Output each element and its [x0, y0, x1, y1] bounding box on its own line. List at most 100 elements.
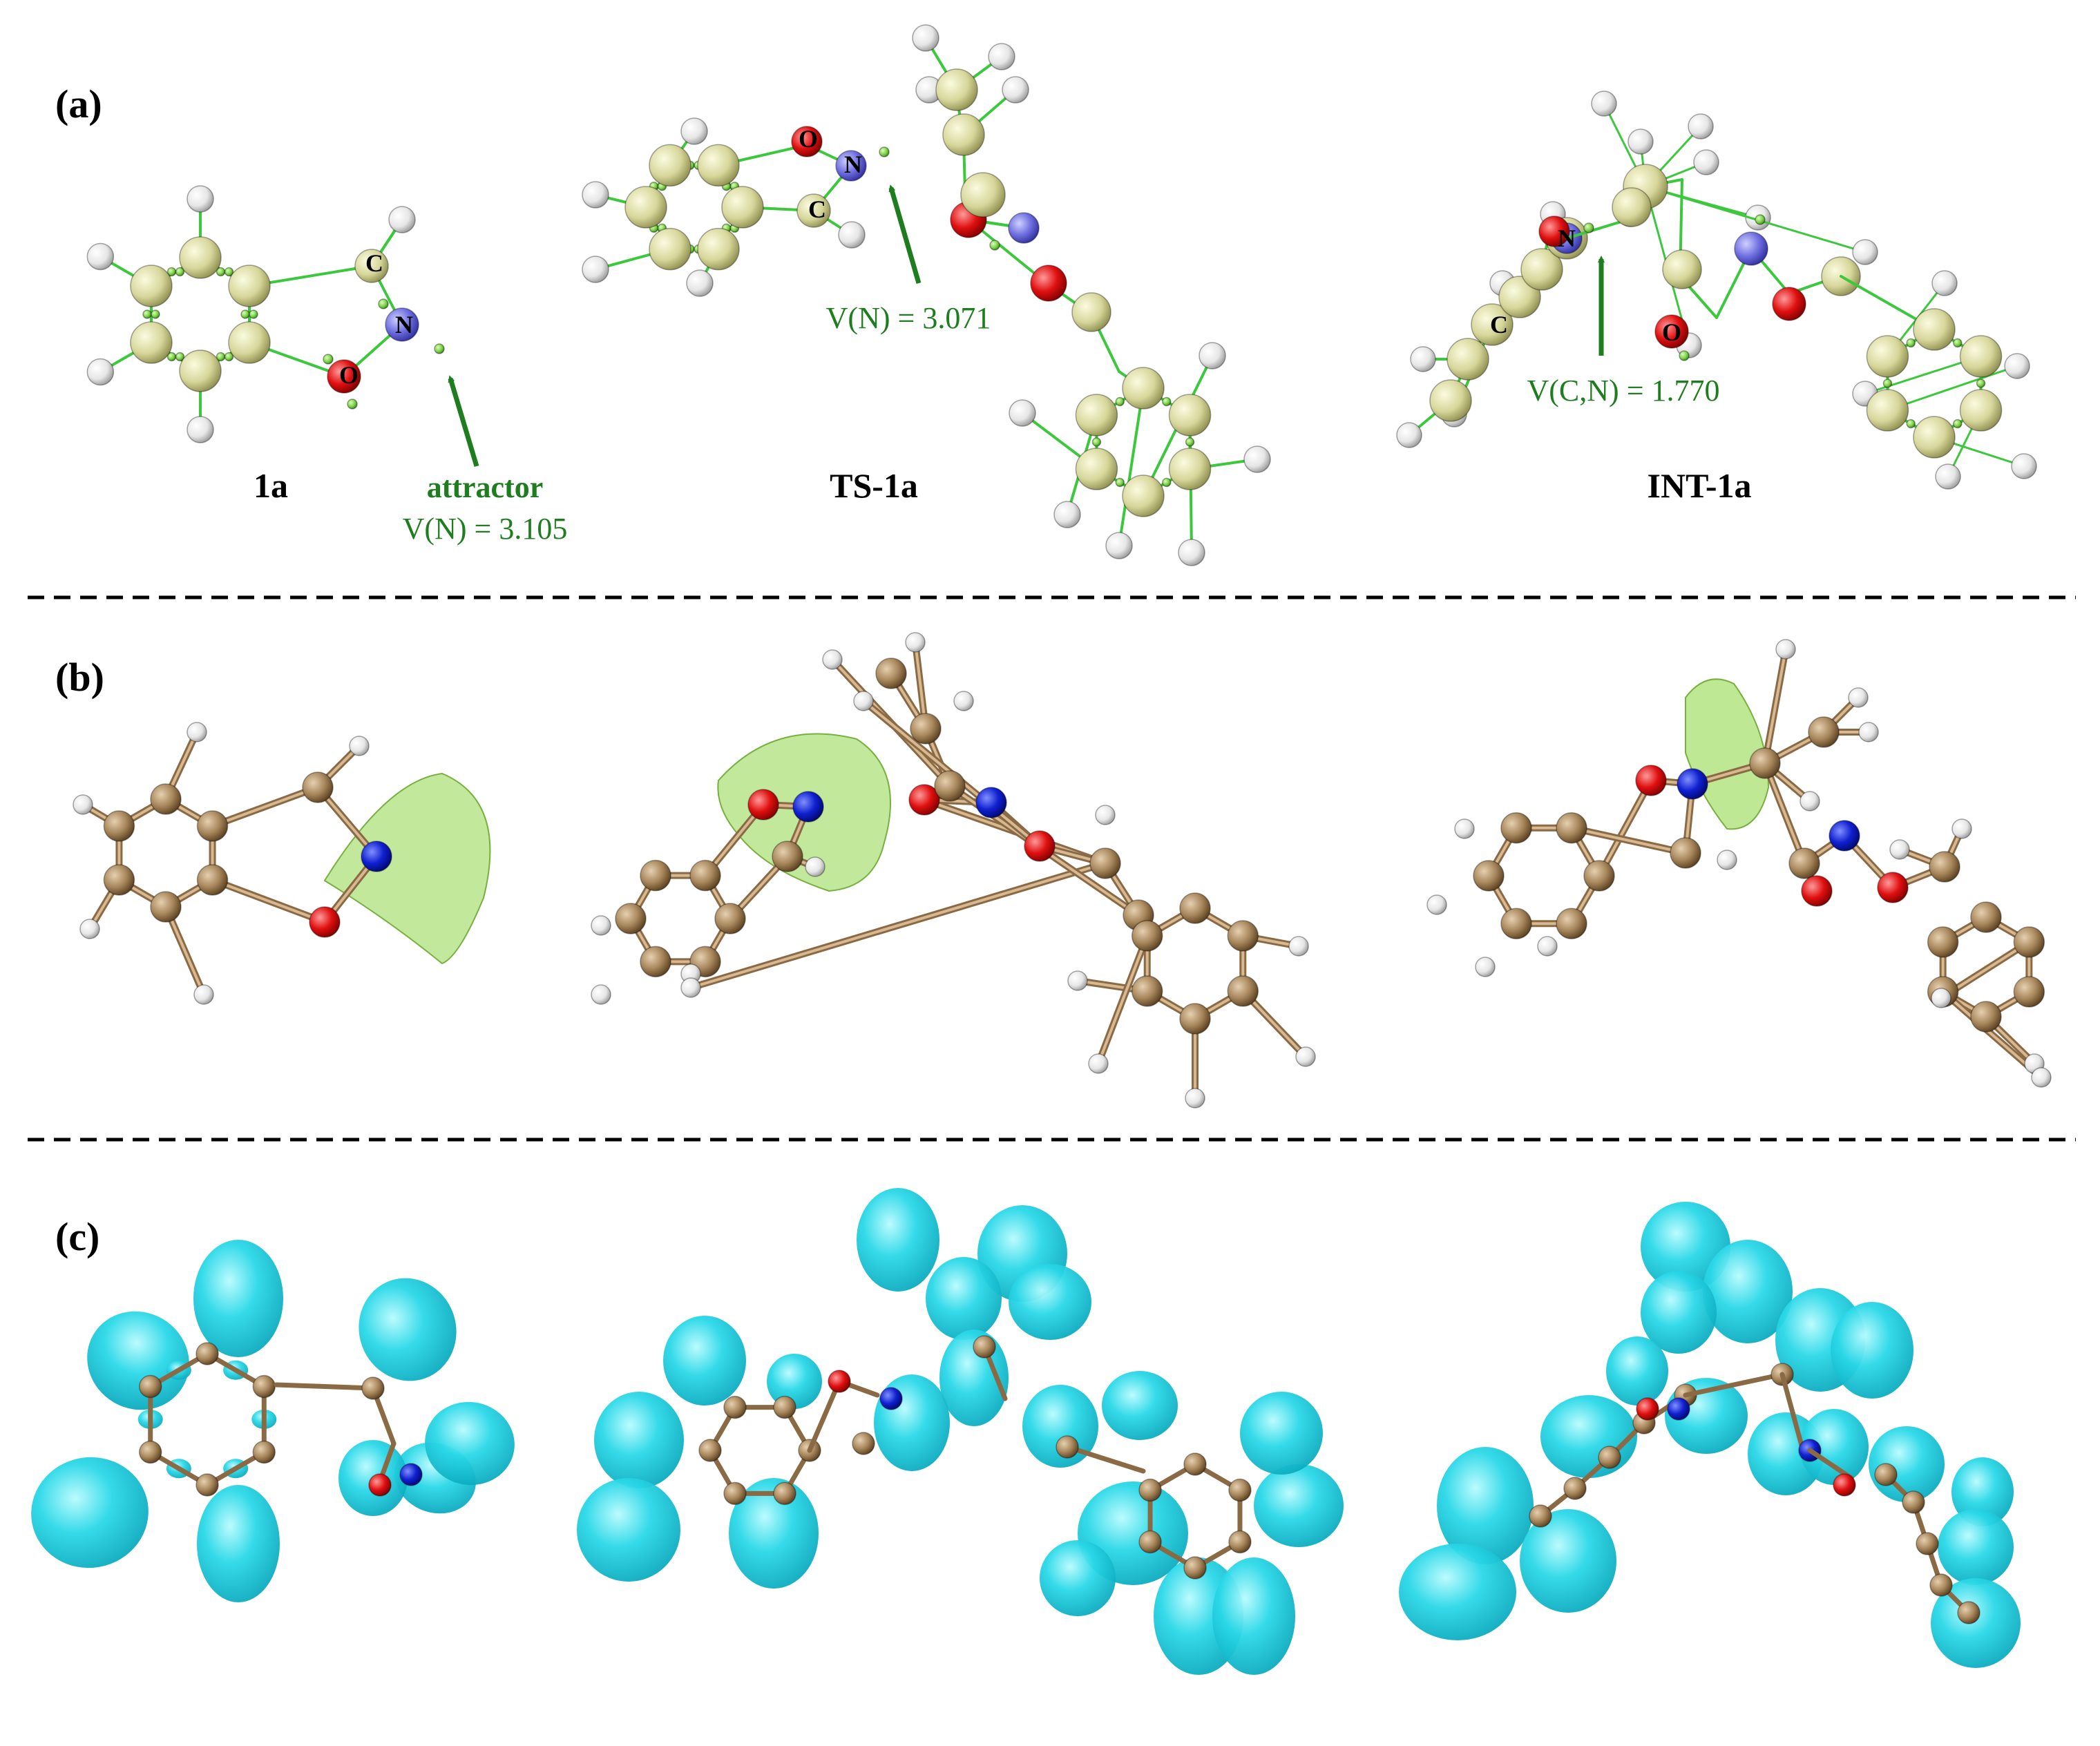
isosurface-lobe [425, 1401, 515, 1486]
attractor-point [1976, 378, 1986, 388]
nitrogen-atom [399, 1463, 423, 1486]
oxygen-basin [1772, 287, 1806, 321]
hydrogen-atom [1717, 850, 1737, 870]
carbon-atom [1874, 1463, 1898, 1486]
hydrogen-atom [86, 242, 115, 271]
oxygen-atom [747, 789, 779, 821]
hydrogen-atom [953, 691, 974, 711]
carbon-basin [1959, 389, 2003, 432]
isosurface-lobe [31, 1457, 149, 1568]
hydrogen-atom [1002, 76, 1029, 104]
carbon-atom [195, 1473, 219, 1497]
nitrogen-atom [879, 1387, 903, 1410]
carbon-atom [934, 770, 966, 802]
attractor-point [151, 309, 160, 319]
attractor-point [1091, 437, 1102, 447]
hydrogen-atom [388, 206, 416, 233]
hydrogen-atom [73, 794, 93, 815]
isosurface-lobe [1240, 1392, 1323, 1475]
carbon-atom [714, 903, 746, 934]
attractor-point [1115, 396, 1125, 407]
attractor-point [175, 267, 185, 277]
hydrogen-atom [1931, 988, 1951, 1008]
isosurface-lobe [1931, 1578, 2021, 1668]
carbon-basin [228, 265, 271, 307]
carbon-atom [1228, 1478, 1252, 1502]
carbon-atom [772, 841, 803, 872]
carbon-atom [252, 1440, 276, 1464]
stick-bond [1779, 1372, 1806, 1453]
attractor-point [1755, 214, 1766, 225]
attractor-point [1953, 419, 1963, 429]
hydrogen-atom [1858, 722, 1879, 742]
hydrogen-atom [187, 722, 207, 742]
carbon-basin [1913, 308, 1956, 351]
annotation-ts-1a: V(N) = 3.071 [826, 301, 991, 335]
carbon-atom [1598, 1446, 1621, 1469]
carbon-atom [640, 859, 671, 892]
hydrogen-atom [1243, 445, 1271, 473]
carbon-atom [1138, 1530, 1162, 1554]
isosurface-lobe [1212, 1557, 1295, 1675]
nitrogen-basin [1734, 231, 1768, 266]
oxygen-basin [327, 359, 361, 394]
hydrogen-atom [853, 691, 874, 711]
hydrogen-atom [1775, 639, 1796, 660]
atom-label-ts-o: O [799, 125, 818, 153]
carbon-basin [721, 186, 764, 229]
hydrogen-atom [591, 984, 611, 1005]
basin-bond [1565, 220, 1625, 240]
atom-label-int-n: N [1558, 224, 1576, 252]
carbon-atom [1808, 716, 1840, 748]
carbon-basin [1447, 338, 1489, 381]
hydrogen-atom [1591, 90, 1617, 117]
carbon-basin [179, 349, 222, 392]
carbon-atom [1902, 1490, 1925, 1514]
hydrogen-atom [1688, 113, 1714, 140]
carbon-basin [179, 236, 222, 279]
carbon-atom [2013, 976, 2045, 1008]
isosurface-lobe [926, 1257, 1002, 1340]
nitrogen-atom [361, 841, 392, 872]
carbon-atom [196, 810, 229, 842]
hydrogen-atom [591, 915, 611, 936]
hydrogen-atom [1951, 818, 1972, 839]
attractor-point [323, 354, 334, 365]
annotation-1a: V(N) = 3.105 [403, 512, 568, 546]
hydrogen-atom [1454, 818, 1475, 839]
hydrogen-atom [680, 977, 701, 998]
molecule-name-ts-1a: TS-1a [830, 466, 918, 505]
carbon-atom [150, 783, 182, 815]
isosurface-lobe [87, 1311, 189, 1410]
carbon-atom [1131, 975, 1163, 1007]
carbon-atom [302, 771, 334, 803]
attractor-point [1115, 477, 1125, 488]
attractor-point [1906, 338, 1916, 348]
isosurface-lobe [767, 1354, 822, 1409]
hydrogen-atom [1693, 149, 1719, 175]
hydrogen-atom [838, 221, 866, 249]
carbon-atom [196, 864, 229, 896]
hydrogen-atom [1199, 342, 1226, 370]
hydrogen-atom [912, 24, 939, 52]
hydrogen-atom [680, 117, 708, 145]
carbon-atom [1929, 1573, 1953, 1597]
carbon-atom [1183, 1452, 1207, 1476]
hydrogen-atom [2011, 453, 2037, 479]
carbon-atom [1916, 1532, 1939, 1555]
isosurface-lobe [577, 1478, 680, 1582]
attractor-point [347, 399, 358, 410]
carbon-atom [1788, 847, 1820, 879]
hydrogen-atom [1931, 270, 1958, 296]
isosurface-lobe [1641, 1271, 1717, 1354]
annotation-int-1a: V(C,N) = 1.770 [1527, 374, 1719, 407]
carbon-atom [138, 1440, 162, 1464]
hydrogen-atom [905, 632, 926, 653]
carbon-basin [697, 227, 740, 271]
stick-bond [1807, 1448, 1854, 1481]
hydrogen-atom [1185, 1088, 1205, 1109]
carbon-atom [615, 903, 647, 934]
stick-bond [211, 879, 326, 923]
carbon-atom [1500, 908, 1532, 940]
attractor-point [175, 352, 185, 362]
